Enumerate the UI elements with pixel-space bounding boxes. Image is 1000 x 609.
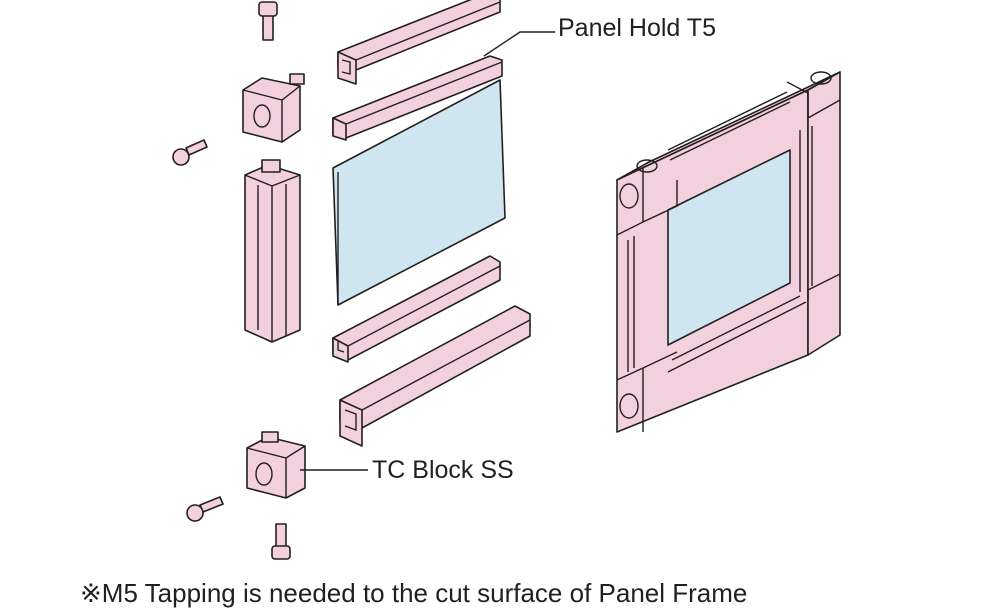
label-tc-block: TC Block SS [372, 456, 514, 484]
footnote: ※M5 Tapping is needed to the cut surface… [80, 578, 748, 608]
bolt-bottom [271, 523, 291, 560]
leader-panel-hold [483, 31, 555, 57]
bolt-top [258, 1, 278, 41]
panel-hold-bottom [332, 255, 501, 363]
label-panel-hold: Panel Hold T5 [558, 14, 716, 42]
tc-block-bottom [246, 431, 306, 499]
glass-panel [332, 79, 506, 306]
tc-block-top [242, 73, 305, 143]
vertical-frame-profile [244, 159, 301, 343]
top-frame-profile [337, 0, 501, 85]
bolt-left [172, 139, 208, 166]
panel-hold-top [332, 55, 503, 141]
assembled-panel-frame [616, 71, 841, 433]
bottom-frame-profile [339, 305, 531, 447]
bolt-bottom-left [186, 496, 224, 522]
